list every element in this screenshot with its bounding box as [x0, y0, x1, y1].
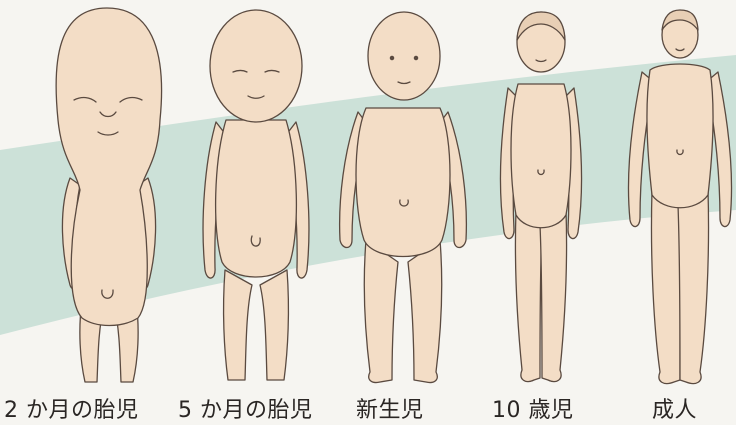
adult-torso: [647, 64, 713, 208]
figure-fetus-5-months: [203, 10, 309, 380]
figure-fetus-2-months: [56, 8, 161, 382]
newborn-leg-right: [408, 240, 442, 383]
figure-10-year-old: [501, 12, 582, 382]
newborn-head: [368, 12, 440, 100]
fetus5-leg-right: [260, 270, 288, 380]
child10-torso: [511, 84, 571, 228]
child10-leg-right: [540, 210, 567, 382]
figure-label-fetus-5-months: 5 か月の胎児: [178, 392, 313, 424]
newborn-eye-right: [414, 56, 417, 59]
fetus5-head: [210, 10, 302, 122]
figure-newborn: [340, 12, 467, 383]
figure-label-fetus-2-months: 2 か月の胎児: [4, 392, 139, 424]
newborn-torso: [356, 108, 450, 257]
child10-leg-left: [515, 210, 542, 382]
newborn-eye-left: [390, 56, 393, 59]
adult-leg-left: [651, 190, 682, 384]
figure-label-10-year-old: 10 歳児: [492, 392, 574, 424]
figure-label-adult: 成人: [652, 392, 697, 424]
fetus5-leg-left: [224, 270, 252, 380]
figure-label-newborn: 新生児: [356, 392, 424, 424]
adult-leg-right: [678, 190, 709, 384]
newborn-leg-left: [364, 240, 398, 383]
fetus2-head-body: [56, 8, 161, 326]
fetus5-torso: [216, 120, 297, 277]
